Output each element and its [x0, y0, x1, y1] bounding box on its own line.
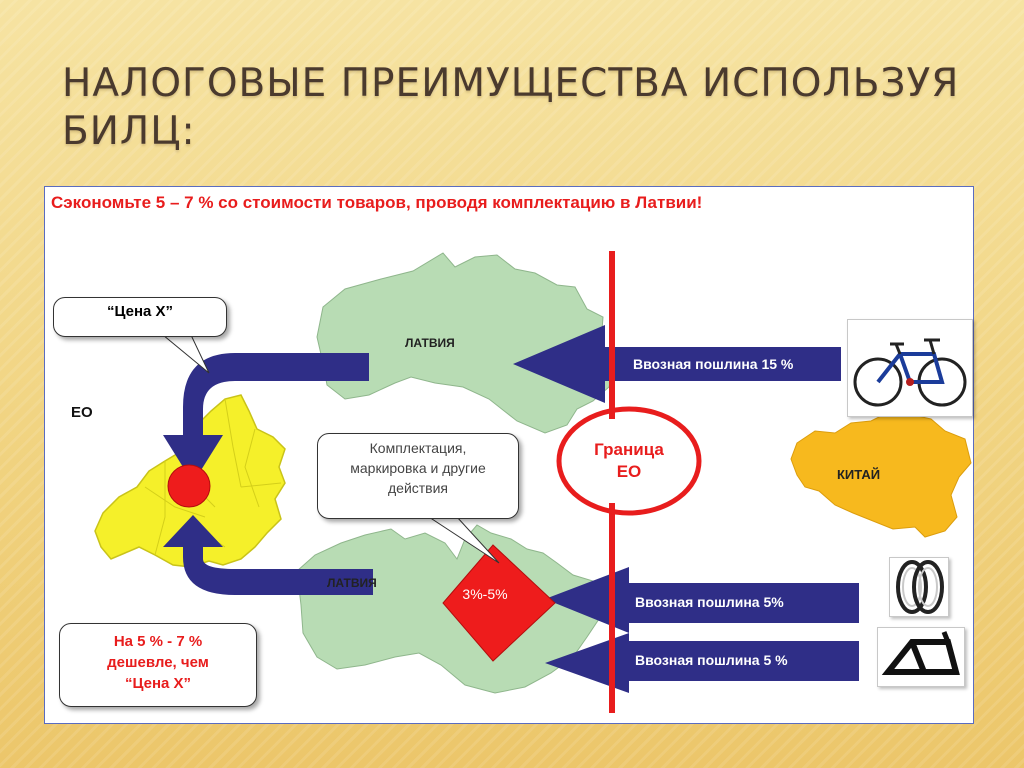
china-map: [790, 410, 972, 538]
diagram-panel: Сэкономьте 5 – 7 % со стоимости товаров,…: [44, 186, 974, 724]
arrow-frame-import: [545, 633, 859, 693]
arrow-latvia-to-eu-bottom: [163, 515, 373, 595]
arrow-wheels-import: [545, 567, 859, 633]
eu-destination-dot: [167, 464, 211, 508]
arrow-latvia-to-eu-top: [163, 353, 369, 483]
bicycle-picture: [847, 319, 973, 417]
eu-label: ЕО: [71, 404, 93, 421]
slide-title: НАЛОГОВЫЕ ПРЕИМУЩЕСТВА ИСПОЛЬЗУЯ БИЛЦ:: [62, 61, 960, 154]
assembly-callout: Комплектация, маркировка и другие действ…: [317, 433, 519, 519]
bike-frame-icon: [881, 631, 960, 675]
slide-subtitle: Сэкономьте 5 – 7 % со стоимости товаров,…: [51, 193, 703, 212]
supply-chain-diagram: ЛАТВИЯ ЛАТВИЯ ЕО КИТАЙ Ввозная пошлина 1…: [71, 251, 972, 713]
savings-callout-line: На 5 % - 7 %: [113, 633, 203, 650]
price-callout-pointer: [161, 334, 210, 374]
wheels-picture: [889, 557, 949, 617]
china-label: КИТАЙ: [837, 467, 880, 482]
latvia-label-bottom: ЛАТВИЯ: [327, 576, 377, 590]
wheels-icon: [896, 560, 944, 614]
latvia-label-top: ЛАТВИЯ: [405, 336, 455, 350]
assembly-callout-line: действия: [387, 480, 449, 496]
assembly-rate-diamond: [442, 544, 556, 662]
border-label-line1: Граница: [594, 440, 664, 459]
duty-label-wheels: Ввозная пошлина 5%: [635, 594, 784, 610]
duty-label-frame: Ввозная пошлина 5 %: [635, 652, 788, 668]
savings-callout: На 5 % - 7 % дешевле, чем “Цена X”: [59, 623, 257, 707]
assembly-callout-line: маркировка и другие: [350, 460, 486, 476]
assembly-rate-label: 3%-5%: [462, 586, 507, 602]
duty-label-bike: Ввозная пошлина 15 %: [633, 356, 794, 372]
eu-border-ring: [556, 406, 702, 516]
arrow-bike-import: [513, 325, 841, 403]
savings-callout-line: “Цена X”: [124, 675, 192, 692]
price-x-callout: “Цена X”: [53, 297, 227, 337]
bike-frame-picture: [877, 627, 965, 687]
border-label-line2: ЕО: [617, 462, 642, 481]
assembly-callout-line: Комплектация,: [369, 440, 467, 456]
savings-callout-line: дешевле, чем: [107, 654, 209, 671]
bicycle-icon: [853, 338, 967, 407]
